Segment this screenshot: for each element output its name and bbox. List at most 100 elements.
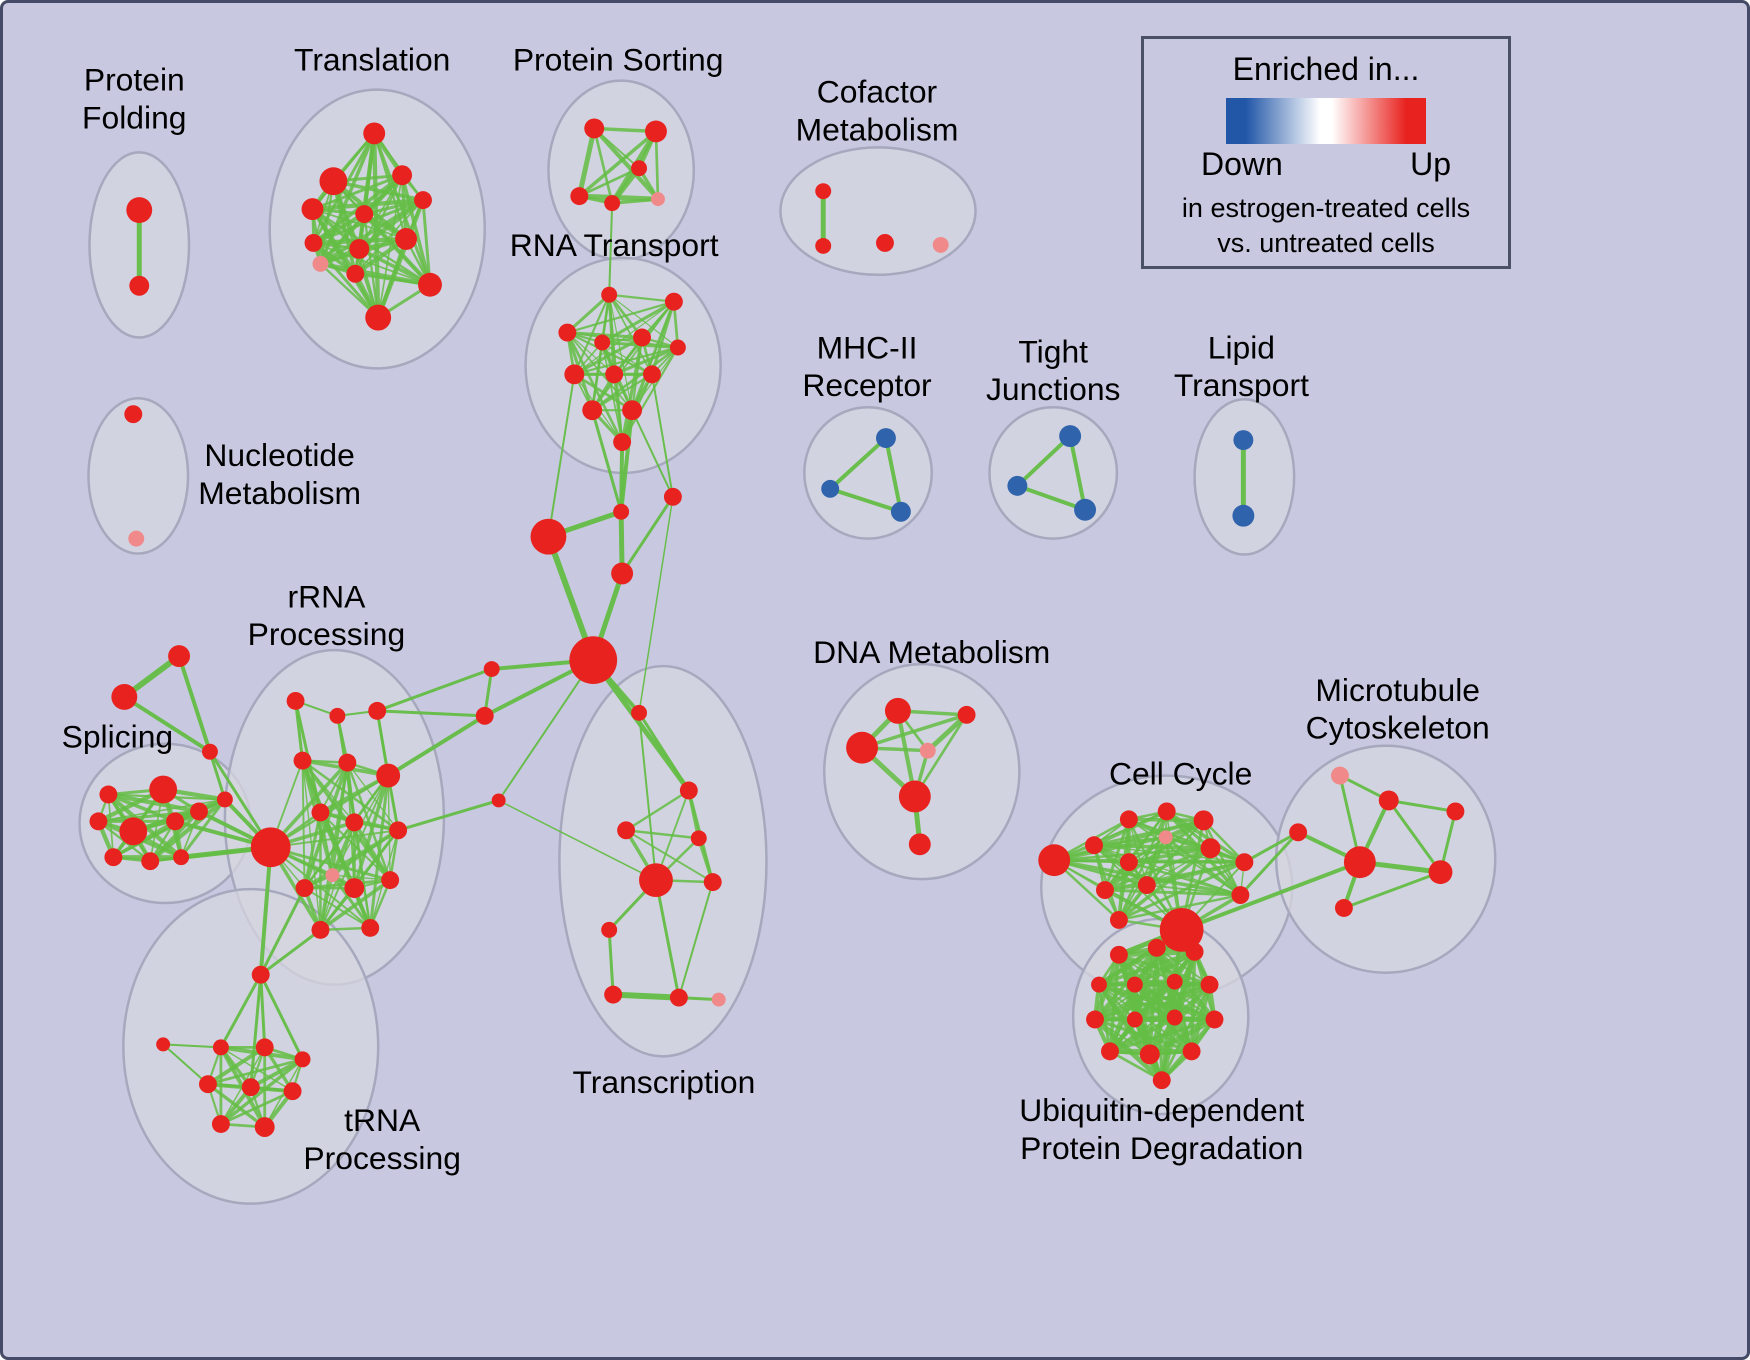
node-dm2	[957, 705, 976, 724]
node-cc13	[1109, 910, 1128, 929]
edge	[1108, 1017, 1217, 1054]
node-rr13	[344, 878, 365, 899]
edge	[1145, 884, 1242, 896]
node-sp2	[149, 775, 178, 804]
node-h1	[613, 503, 630, 520]
edge	[310, 197, 426, 212]
node-rr2	[329, 707, 346, 724]
edge	[1052, 835, 1168, 862]
edge	[608, 294, 679, 349]
edge	[1147, 1017, 1217, 1057]
node-mc1	[1330, 766, 1349, 785]
edge	[608, 294, 633, 411]
legend-box: Enriched in... Down Up in estrogen-treat…	[1141, 36, 1511, 269]
edge	[269, 829, 400, 849]
node-tn10	[254, 1117, 275, 1137]
node-tn5	[294, 1051, 311, 1068]
edge	[593, 127, 640, 170]
cluster-label-microtubule_cytoskeleton: Microtubule	[1315, 672, 1480, 708]
node-t1	[363, 122, 386, 145]
node-mc2	[1378, 790, 1399, 811]
node-lt2	[1232, 504, 1255, 527]
cluster-label-protein_sorting: Protein Sorting	[513, 42, 724, 78]
node-ub8	[1086, 1010, 1104, 1029]
edge	[258, 845, 273, 977]
node-n752	[201, 743, 218, 760]
node-rr16	[381, 871, 400, 890]
node-cc12	[1159, 907, 1204, 952]
edge	[497, 659, 595, 802]
legend-caption-line1: in estrogen-treated cells	[1181, 193, 1471, 223]
node-rr8	[311, 803, 330, 822]
edge	[396, 798, 501, 832]
node-rt2	[664, 292, 683, 311]
cluster-label-transcription: Transcription	[572, 1064, 755, 1100]
cluster-label-nucleotide_metabolism: Nucleotide	[204, 437, 354, 473]
edge	[1202, 819, 1242, 897]
node-rr9	[345, 813, 364, 832]
node-rt12	[613, 433, 632, 452]
node-cc11	[1137, 876, 1156, 895]
node-sp9	[216, 791, 233, 808]
legend-gradient-bar	[1226, 98, 1426, 144]
node-tn3	[212, 1039, 229, 1056]
edge	[612, 373, 624, 444]
node-cc5	[1158, 830, 1173, 845]
edge	[591, 300, 675, 412]
node-sp8	[173, 849, 190, 866]
edge	[219, 1057, 305, 1126]
edge	[148, 845, 273, 863]
node-tc2	[679, 781, 698, 800]
node-t3	[392, 165, 413, 186]
edge	[1015, 434, 1073, 488]
edge	[577, 166, 641, 198]
node-m1	[483, 661, 500, 678]
node-dm4	[919, 742, 936, 759]
node-ub11	[1205, 1010, 1224, 1029]
edge	[1117, 860, 1246, 922]
cluster-label-tight_junctions: Tight	[1018, 333, 1088, 369]
edge	[625, 829, 714, 884]
edge	[497, 799, 657, 881]
node-rt11	[622, 400, 643, 421]
edge	[1145, 860, 1247, 887]
edge	[319, 811, 334, 877]
edge	[1164, 809, 1247, 864]
edge	[620, 495, 675, 575]
node-rr12	[295, 879, 314, 898]
node-rr10	[389, 821, 408, 840]
cluster-label-trna_processing: tRNA	[344, 1102, 421, 1138]
cluster-ellipse-cofactor_metabolism	[779, 146, 977, 277]
edge	[592, 126, 661, 202]
edge	[208, 750, 227, 801]
edge	[205, 1045, 267, 1087]
legend-caption-line2: vs. untreated cells	[1217, 228, 1435, 259]
edge	[590, 346, 680, 412]
node-mc6	[1334, 899, 1353, 917]
node-tc3	[617, 821, 636, 840]
cluster-label-tight_junctions: Junctions	[986, 371, 1121, 407]
edge	[259, 886, 307, 977]
edge	[828, 436, 888, 491]
legend-up-label: Up	[1410, 146, 1451, 182]
node-t6	[414, 191, 432, 210]
node-t5	[355, 205, 374, 224]
node-mh1	[875, 428, 896, 449]
edge	[547, 373, 576, 538]
edge	[362, 211, 433, 287]
edge	[624, 789, 691, 832]
legend-endpoint-labels: Down Up	[1201, 146, 1451, 183]
node-t11	[346, 264, 365, 283]
edge	[654, 878, 681, 1000]
legend-down-label: Down	[1201, 146, 1283, 182]
node-ub3	[1185, 942, 1204, 961]
node-cc2	[1157, 802, 1176, 821]
edge	[386, 713, 487, 778]
node-cc4	[1085, 836, 1103, 855]
legend-caption: in estrogen-treated cells vs. untreated …	[1182, 191, 1470, 261]
edge	[375, 667, 494, 713]
node-t7	[304, 233, 323, 252]
node-cm2	[815, 237, 832, 254]
edge	[122, 694, 212, 754]
